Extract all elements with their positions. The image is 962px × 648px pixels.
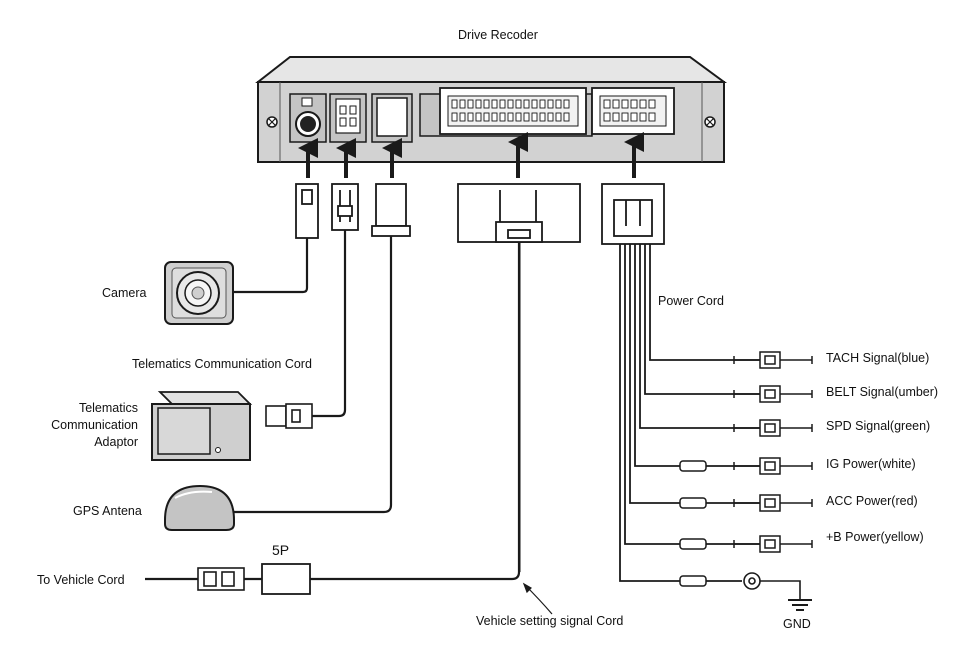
adaptor-label-line3: Adaptor	[36, 435, 138, 451]
power-cord-label: Power Cord	[658, 294, 724, 310]
camera-cable	[230, 238, 307, 292]
tach-signal-label: TACH Signal(blue)	[826, 351, 929, 367]
power-port	[592, 88, 674, 134]
telematics-cord-label: Telematics Communication Cord	[132, 357, 312, 373]
ig-power-label: IG Power(white)	[826, 457, 916, 473]
drive-recorder-unit	[258, 57, 724, 162]
vehicle-signal-plug	[458, 184, 580, 242]
telematics-adaptor-device	[152, 392, 250, 460]
ground-icon	[744, 573, 812, 610]
belt-signal-label: BELT Signal(umber)	[826, 385, 938, 401]
fuses	[680, 461, 706, 586]
splice-connectors	[734, 352, 812, 552]
screw-left-icon	[267, 117, 277, 127]
gps-antenna-label: GPS Antena	[73, 504, 142, 520]
vehicle-setting-pointer	[524, 584, 552, 614]
gps-port	[372, 94, 412, 142]
spd-signal-label: SPD Signal(green)	[826, 419, 930, 435]
telematics-plug	[332, 184, 358, 230]
vehicle-setting-cable	[310, 242, 519, 579]
acc-power-label: ACC Power(red)	[826, 494, 918, 510]
camera-label: Camera	[102, 286, 146, 302]
vehicle-signal-port	[420, 88, 592, 136]
fuse-icon	[680, 539, 706, 549]
to-vehicle-cord-label: To Vehicle Cord	[37, 573, 125, 589]
fuse-icon	[680, 576, 706, 586]
gps-antenna-device	[165, 486, 234, 530]
vehicle-setting-cord-label: Vehicle setting signal Cord	[476, 614, 623, 630]
adaptor-label-line1: Telematics	[36, 401, 138, 417]
telematics-cable	[312, 230, 345, 416]
gps-cable	[232, 236, 391, 512]
gps-plug	[372, 184, 410, 236]
to-vehicle-plug	[198, 568, 244, 590]
fuse-icon	[680, 461, 706, 471]
telematics-port	[330, 94, 366, 142]
camera-plug	[296, 184, 318, 238]
fuse-icon	[680, 498, 706, 508]
camera-port	[290, 94, 326, 142]
gnd-label: GND	[783, 617, 811, 633]
b-power-label: +B Power(yellow)	[826, 530, 924, 546]
camera-device	[165, 262, 233, 324]
telematics-adaptor-plug	[266, 404, 312, 428]
adaptor-label-line2: Communication	[36, 418, 138, 434]
drive-recorder-label: Drive Recoder	[458, 28, 538, 44]
power-plug	[602, 184, 664, 244]
five-p-connector	[262, 564, 310, 594]
screw-right-icon	[705, 117, 715, 127]
five-p-label: 5P	[272, 542, 289, 560]
